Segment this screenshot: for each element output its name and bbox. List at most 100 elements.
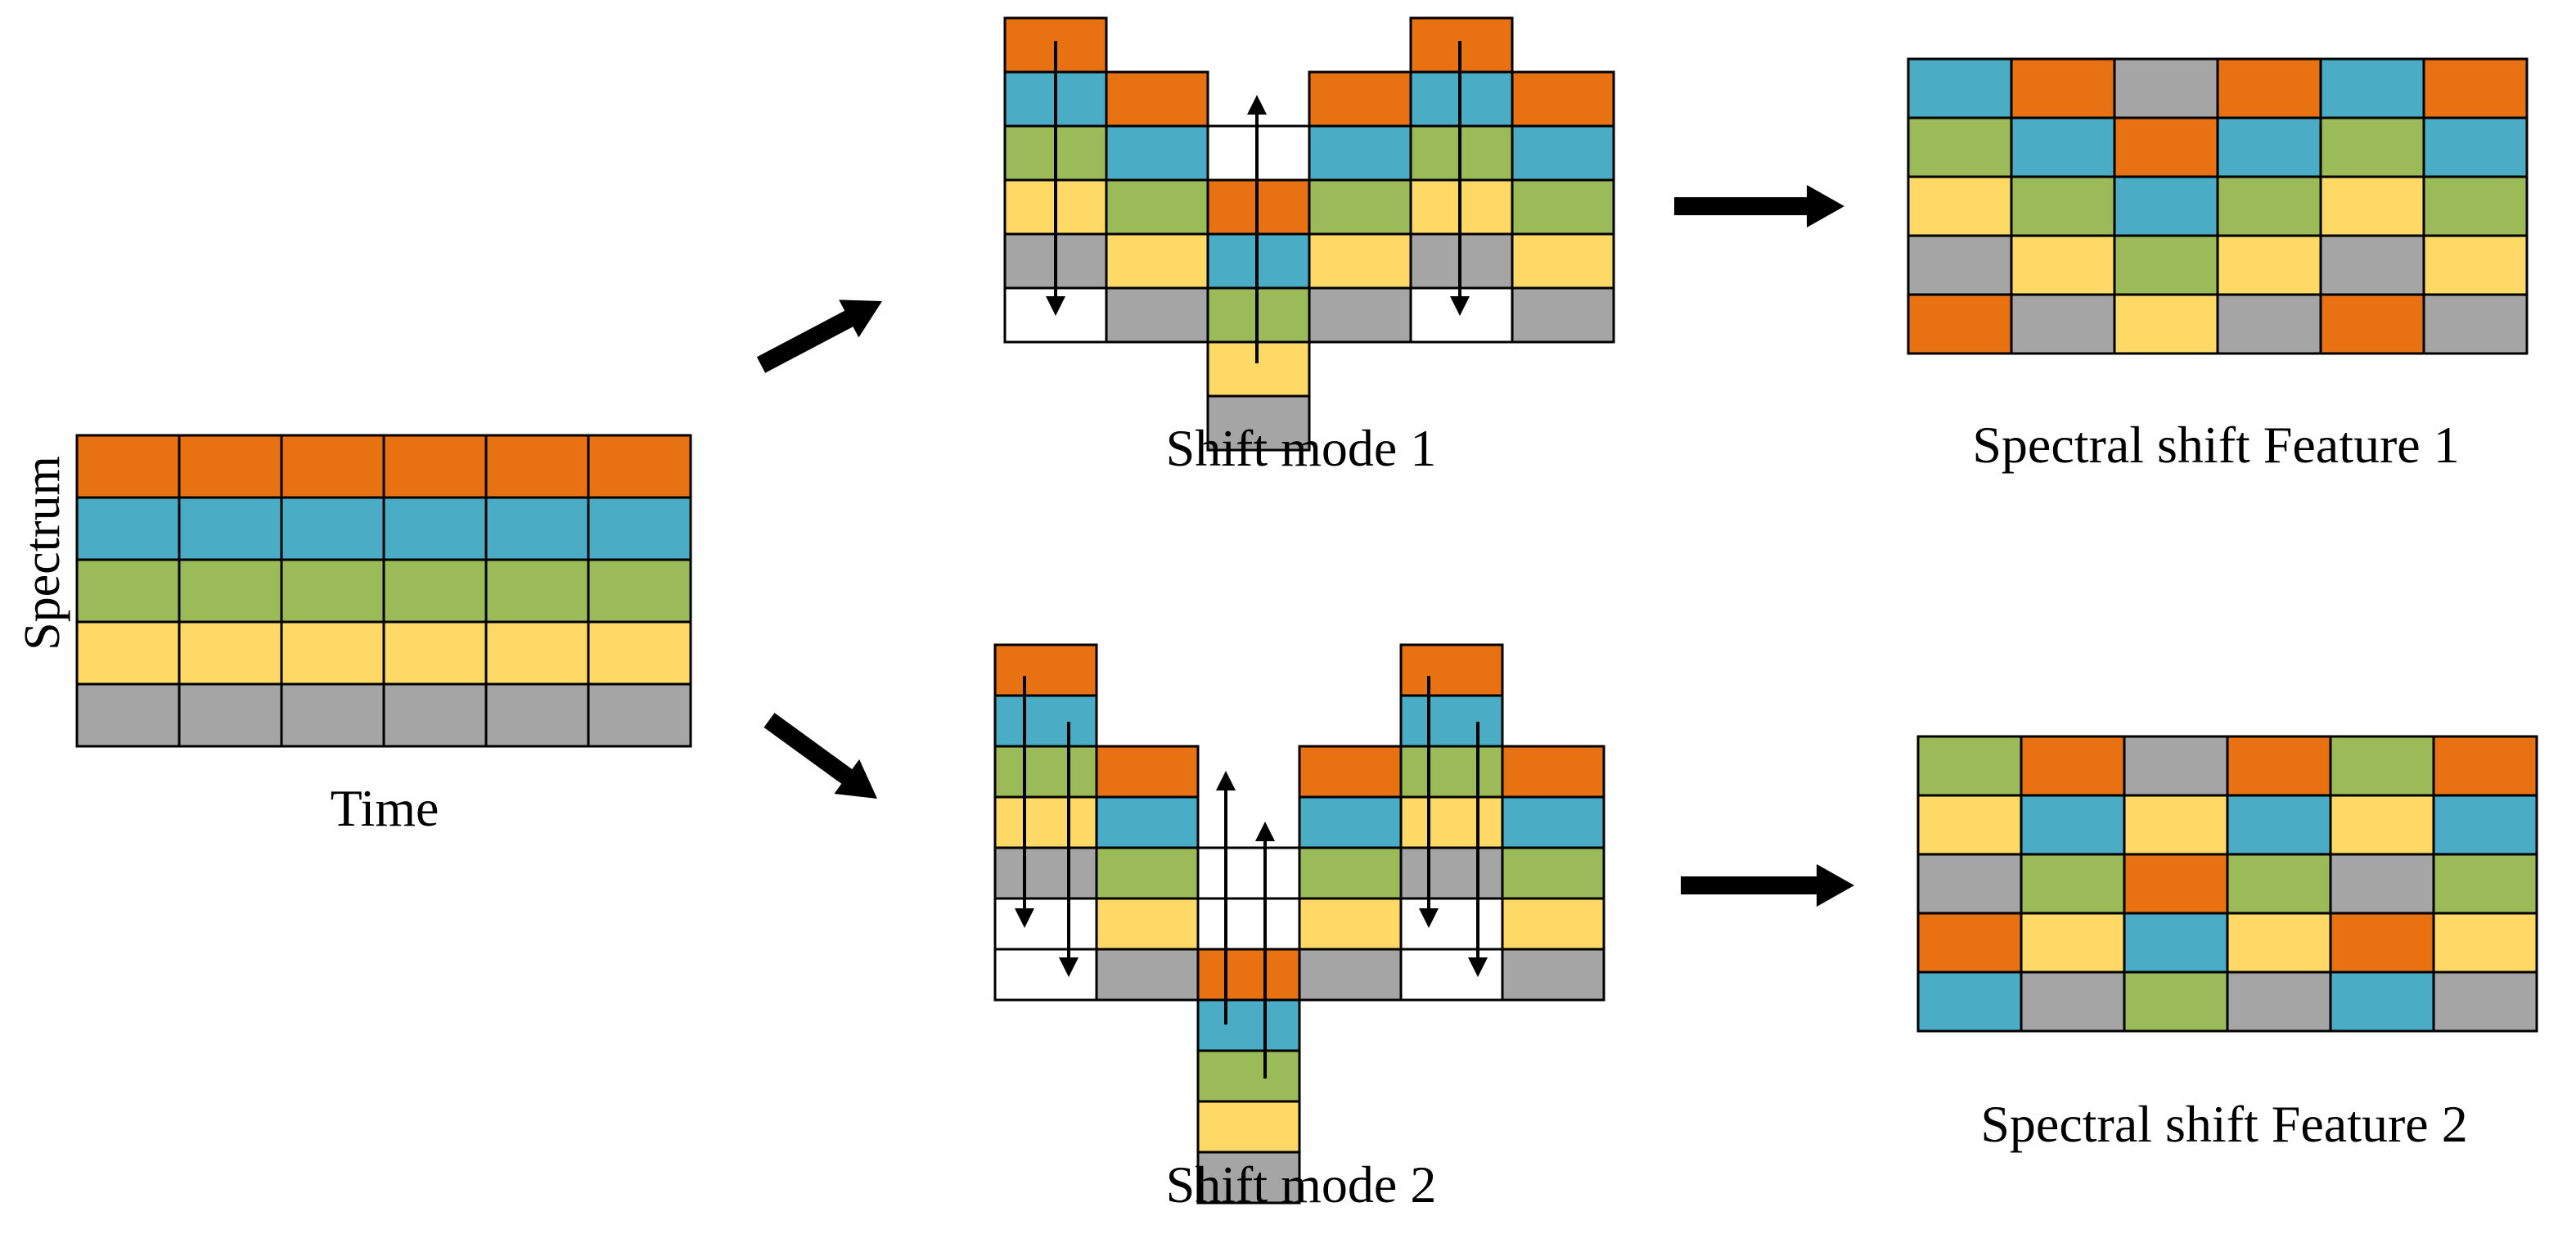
feature-2-cell-r2-c5 bbox=[2329, 794, 2435, 856]
input-cell-r4-c1 bbox=[75, 620, 181, 686]
feature-1-cell-r3-c1 bbox=[1907, 175, 2013, 237]
input-cell-r5-c6 bbox=[587, 682, 692, 748]
feature-1-cell-r2-c3 bbox=[2113, 116, 2219, 178]
shift-mode-2-cell-c6-r1 bbox=[1501, 745, 1605, 799]
arrow-to-shift-mode-1 bbox=[756, 299, 882, 373]
shift-mode-2-cell-c5-r4 bbox=[1399, 795, 1504, 849]
input-cell-r3-c3 bbox=[280, 558, 385, 624]
feature-2-cell-r3-c5 bbox=[2329, 853, 2435, 915]
input-cell-r1-c3 bbox=[280, 434, 385, 499]
feature-1-cell-r2-c5 bbox=[2319, 116, 2425, 178]
arrow-to-feature-1 bbox=[1674, 185, 1844, 227]
input-cell-r1-c4 bbox=[382, 434, 488, 499]
shift-mode-1-cell-c6-r5 bbox=[1511, 286, 1615, 344]
feature-2-cell-r5-c2 bbox=[2020, 971, 2126, 1033]
input-cell-r2-c2 bbox=[178, 496, 283, 561]
shift-mode-2-cell-c2-r5 bbox=[1095, 948, 1200, 1002]
input-cell-r5-c3 bbox=[280, 682, 385, 748]
shift-mode-2-grid bbox=[993, 643, 1605, 1205]
shift-mode-1-cell-c2-r5 bbox=[1105, 286, 1209, 344]
input-cell-r1-c1 bbox=[75, 434, 181, 499]
shift-mode-1-cell-c2-r3 bbox=[1105, 178, 1209, 236]
feature-2-cell-r4-c6 bbox=[2432, 912, 2538, 974]
feature-1-cell-r1-c3 bbox=[2113, 57, 2219, 119]
shift-mode-2-cell-c6-r4 bbox=[1501, 897, 1605, 951]
shift-mode-2-cell-c5-r1 bbox=[1399, 643, 1504, 697]
shift-mode-1-cell-c4-r5 bbox=[1308, 286, 1412, 344]
feature-2-cell-r1-c5 bbox=[2329, 735, 2435, 797]
shift-mode-1-cell-c2-r4 bbox=[1105, 232, 1209, 290]
arrows bbox=[756, 41, 1854, 1079]
feature-1-label: Spectral shift Feature 1 bbox=[1972, 416, 2460, 474]
feature-2-cell-r3-c3 bbox=[2123, 853, 2229, 915]
feature-1-cell-r1-c2 bbox=[2010, 57, 2116, 119]
shift-mode-1-cell-c4-r4 bbox=[1308, 232, 1412, 290]
feature-1-cell-r4-c1 bbox=[1907, 234, 2013, 296]
feature-1-cell-r4-c3 bbox=[2113, 234, 2219, 296]
feature-2-cell-r2-c6 bbox=[2432, 794, 2538, 856]
shift-mode-2-cell-c5-r6 bbox=[1399, 897, 1504, 951]
input-cell-r5-c1 bbox=[75, 682, 181, 748]
spectral-shift-feature-2-grid bbox=[1916, 735, 2538, 1033]
input-cell-r5-c4 bbox=[382, 682, 488, 748]
shift-mode-2-cell-c6-r5 bbox=[1501, 948, 1605, 1002]
input-cell-r4-c4 bbox=[382, 620, 488, 686]
shift-mode-2-cell-c1-r4 bbox=[993, 795, 1098, 849]
feature-2-cell-r1-c4 bbox=[2226, 735, 2332, 797]
feature-1-cell-r1-c6 bbox=[2422, 57, 2529, 119]
time-axis-label: Time bbox=[330, 779, 439, 837]
feature-2-cell-r2-c1 bbox=[1916, 794, 2023, 856]
shift-mode-2-label: Shift mode 2 bbox=[1165, 1155, 1437, 1214]
shift-mode-2-cell-c1-r7 bbox=[993, 948, 1098, 1002]
input-cell-r2-c3 bbox=[280, 496, 385, 561]
shift-mode-2-cell-c1-r2 bbox=[993, 694, 1098, 748]
shift-mode-2-cell-c6-r3 bbox=[1501, 846, 1605, 900]
feature-2-cell-r1-c3 bbox=[2123, 735, 2229, 797]
shift-mode-1-cell-c2-r1 bbox=[1105, 70, 1209, 128]
shift-mode-2-cell-c4-r1 bbox=[1298, 745, 1403, 799]
feature-1-cell-r4-c5 bbox=[2319, 234, 2425, 296]
input-cell-r3-c6 bbox=[587, 558, 692, 624]
feature-1-cell-r3-c2 bbox=[2010, 175, 2116, 237]
feature-1-cell-r4-c6 bbox=[2422, 234, 2529, 296]
feature-2-cell-r3-c2 bbox=[2020, 853, 2126, 915]
input-cell-r3-c2 bbox=[178, 558, 283, 624]
input-cell-r5-c2 bbox=[178, 682, 283, 748]
feature-2-cell-r1-c2 bbox=[2020, 735, 2126, 797]
shift-mode-2-cell-c4-r2 bbox=[1298, 795, 1403, 849]
feature-1-cell-r4-c4 bbox=[2216, 234, 2322, 296]
feature-1-cell-r3-c6 bbox=[2422, 175, 2529, 237]
input-cell-r2-c1 bbox=[75, 496, 181, 561]
shift-mode-2-cell-c6-r2 bbox=[1501, 795, 1605, 849]
shift-mode-2-cell-c5-r2 bbox=[1399, 694, 1504, 748]
input-cell-r1-c2 bbox=[178, 434, 283, 499]
shift-mode-2-cell-c4-r3 bbox=[1298, 846, 1403, 900]
feature-2-cell-r4-c4 bbox=[2226, 912, 2332, 974]
shift-mode-2-cell-c4-r4 bbox=[1298, 897, 1403, 951]
shift-mode-2-cell-c3-r5 bbox=[1196, 1049, 1301, 1103]
shift-mode-2-cell-c3-r1 bbox=[1196, 846, 1301, 900]
feature-2-cell-r4-c2 bbox=[2020, 912, 2126, 974]
shift-mode-2-cell-c3-r3 bbox=[1196, 948, 1301, 1002]
shift-mode-2-cell-c1-r1 bbox=[993, 643, 1098, 697]
shift-mode-2-cell-c1-r3 bbox=[993, 745, 1098, 799]
input-cell-r2-c6 bbox=[587, 496, 692, 561]
shift-mode-2-cell-c5-r5 bbox=[1399, 846, 1504, 900]
shift-mode-1-cell-c3-r6 bbox=[1206, 394, 1311, 452]
shift-mode-2-cell-c2-r4 bbox=[1095, 897, 1200, 951]
shift-mode-2-cell-c4-r5 bbox=[1298, 948, 1403, 1002]
shift-mode-2-cell-c5-r3 bbox=[1399, 745, 1504, 799]
input-spectrogram-grid bbox=[75, 434, 692, 748]
feature-1-cell-r1-c4 bbox=[2216, 57, 2322, 119]
input-cell-r4-c5 bbox=[484, 620, 590, 686]
feature-1-cell-r1-c5 bbox=[2319, 57, 2425, 119]
feature-2-cell-r1-c6 bbox=[2432, 735, 2538, 797]
feature-2-cell-r4-c5 bbox=[2329, 912, 2435, 974]
shift-mode-1-cell-c4-r3 bbox=[1308, 178, 1412, 236]
feature-1-cell-r4-c2 bbox=[2010, 234, 2116, 296]
shift-mode-2-cell-c3-r4 bbox=[1196, 998, 1301, 1052]
input-cell-r5-c5 bbox=[484, 682, 590, 748]
feature-2-cell-r5-c4 bbox=[2226, 971, 2332, 1033]
